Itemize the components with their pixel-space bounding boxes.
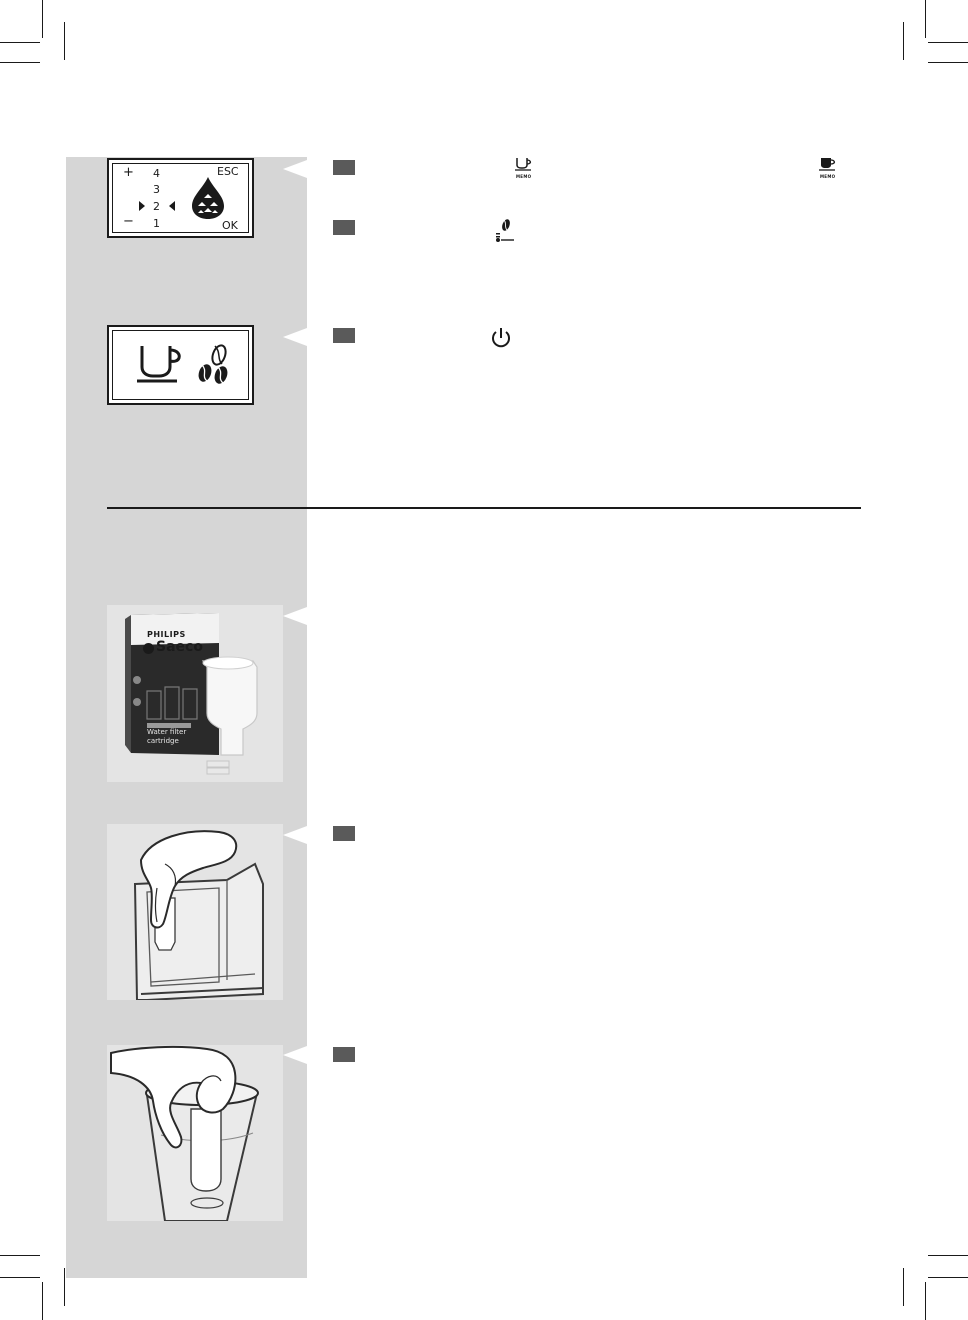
callout-pointer	[283, 607, 307, 625]
power-icon	[492, 328, 510, 348]
coffee-beans-icon	[198, 344, 228, 384]
hand-soaking-filter-illustration	[110, 1045, 259, 1221]
crop-mark	[928, 1277, 968, 1278]
cup-memo-button-icon: MEMO	[816, 157, 842, 181]
step-marker	[333, 826, 355, 841]
coffee-bean-aroma-icon	[496, 219, 514, 242]
crop-mark	[925, 0, 926, 38]
lcd-ok-label: OK	[222, 219, 238, 232]
memo-label: MEMO	[820, 174, 836, 179]
crop-mark	[64, 22, 65, 60]
crop-mark	[42, 1282, 43, 1320]
cup-icon	[137, 346, 181, 383]
memo-label: MEMO	[516, 174, 532, 179]
lcd-ready-display	[107, 325, 254, 405]
lcd-level-3: 3	[153, 183, 160, 196]
tank-filter-insertion-illustration	[107, 824, 283, 1000]
crop-mark	[0, 42, 40, 43]
lcd-plus-label: +	[123, 165, 134, 180]
small-cup-icon	[515, 158, 532, 171]
filter-soaking-illustration	[107, 1045, 283, 1221]
filter-box-illustration	[125, 613, 258, 775]
package-product: Water filter	[147, 728, 187, 736]
step-marker	[333, 1047, 355, 1062]
water-drop-hardness-icon	[192, 177, 224, 219]
section-divider	[107, 507, 861, 509]
crop-mark	[64, 1268, 65, 1306]
crop-mark	[0, 1255, 40, 1256]
package-brand: PHILIPS	[147, 630, 186, 639]
crop-mark	[903, 22, 904, 60]
selector-left-arrow-icon	[139, 201, 145, 211]
lcd-hardness-display: + ESC 4 3 2 1 − OK	[107, 158, 254, 238]
crop-mark	[928, 42, 968, 43]
lcd-esc-label: ESC	[217, 165, 239, 178]
cup-memo-button-icon: MEMO	[512, 157, 538, 181]
crop-mark	[903, 1268, 904, 1306]
callout-pointer	[283, 1046, 307, 1064]
crop-mark	[928, 62, 968, 63]
hand-inserting-filter-illustration	[133, 830, 264, 1000]
lcd-inner-frame	[112, 163, 249, 233]
crop-mark	[42, 0, 43, 38]
lcd-inner-frame	[112, 330, 249, 400]
step-marker	[333, 160, 355, 175]
callout-pointer	[283, 160, 307, 178]
callout-pointer	[283, 826, 307, 844]
step-marker	[333, 328, 355, 343]
crop-mark	[925, 1282, 926, 1320]
crop-mark	[0, 1277, 40, 1278]
package-product-2: cartridge	[147, 737, 179, 745]
lcd-level-2: 2	[153, 200, 160, 213]
callout-pointer	[283, 328, 307, 346]
package-product-line: Saeco	[156, 639, 203, 655]
step-marker	[333, 220, 355, 235]
selector-right-arrow-icon	[169, 201, 175, 211]
crop-mark	[0, 62, 40, 63]
lcd-level-4: 4	[153, 167, 160, 180]
water-filter-package-photo: PHILIPS Saeco Water filter cartridge	[107, 605, 283, 782]
lcd-level-1: 1	[153, 217, 160, 230]
small-cup-filled-icon	[819, 158, 836, 171]
crop-mark	[928, 1255, 968, 1256]
saeco-logo-icon	[143, 643, 154, 654]
lcd-minus-label: −	[123, 214, 134, 229]
